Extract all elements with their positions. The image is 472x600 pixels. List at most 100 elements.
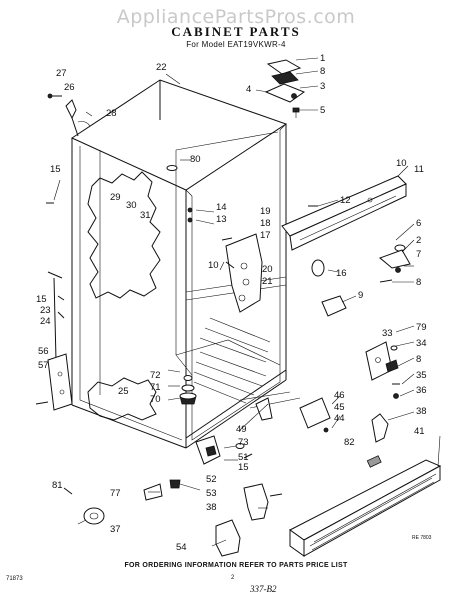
top-hinge-assembly: [264, 59, 306, 118]
screw-81: [63, 487, 73, 495]
callout-56: 56: [38, 346, 49, 357]
callout-53: 53: [206, 488, 217, 499]
slide-rail: [281, 175, 407, 251]
callout-5: 5: [320, 105, 325, 116]
callout-26: 26: [64, 82, 75, 93]
bracket-38-lower: [243, 483, 269, 521]
callout-51: 51: [238, 452, 249, 463]
bracket-38-right: [371, 413, 389, 443]
callout-17: 17: [260, 230, 271, 241]
callout-38-lower: 38: [206, 502, 217, 513]
callout-35: 35: [416, 370, 427, 381]
screw-15-lower: [269, 493, 283, 497]
callout-49: 49: [236, 424, 247, 435]
callout-54: 54: [176, 542, 187, 553]
leveling-foot: [179, 375, 197, 405]
callout-25: 25: [118, 386, 129, 397]
callout-72: 72: [150, 370, 161, 381]
side-hinge-parts: [185, 205, 193, 240]
motor-52: [169, 435, 221, 489]
callout-21: 21: [262, 276, 273, 287]
insulation-panel: [87, 171, 161, 299]
insulation-pad: [87, 377, 157, 421]
callout-15-upper: 15: [50, 164, 61, 175]
right-clip-parts: [379, 244, 411, 283]
callout-80: 80: [190, 154, 201, 165]
callout-8-lower: 8: [416, 354, 421, 365]
callout-46: 46: [334, 390, 345, 401]
lower-left-hinge: [35, 353, 73, 411]
toe-grille: [289, 459, 442, 557]
handwritten-note: 337-B2: [250, 584, 277, 594]
callout-82: 82: [344, 437, 355, 448]
callout-45: 45: [334, 402, 345, 413]
callout-14: 14: [216, 202, 227, 213]
callout-33: 33: [382, 328, 393, 339]
callout-23: 23: [40, 305, 51, 316]
callout-16: 16: [336, 268, 347, 279]
callout-77: 77: [110, 488, 121, 499]
roller-16: [311, 259, 325, 277]
callout-73: 73: [238, 437, 249, 448]
caster-37: [83, 507, 105, 525]
screw-80: [166, 165, 178, 171]
callout-29: 29: [110, 192, 121, 203]
callout-1: 1: [320, 53, 325, 64]
callout-24: 24: [40, 316, 51, 327]
lower-hinge-parts: [235, 397, 273, 459]
right-lower-hinge: [365, 341, 400, 399]
callout-12: 12: [340, 195, 351, 206]
callout-34: 34: [416, 338, 427, 349]
callout-30: 30: [126, 200, 137, 211]
callout-70: 70: [150, 394, 161, 405]
cabinet-body: [70, 79, 301, 449]
catalog-code: 71873: [6, 576, 23, 582]
callout-81: 81: [52, 480, 63, 491]
callout-18: 18: [260, 218, 271, 229]
model-subtitle: For Model EAT19VKWR-4: [186, 40, 286, 49]
callout-27: 27: [56, 68, 67, 79]
left-rod-assembly: [47, 271, 65, 361]
center-bracket: [221, 233, 263, 313]
clip-9: [321, 295, 347, 317]
callout-11: 11: [414, 164, 424, 175]
callout-10-top: 10: [396, 158, 407, 169]
callout-36: 36: [416, 385, 427, 396]
leader-lines: [53, 57, 441, 547]
watermark: AppliancePartsPros.com: [116, 6, 356, 28]
callout-22: 22: [156, 62, 167, 73]
callout-52: 52: [206, 474, 217, 485]
callout-9: 9: [358, 290, 363, 301]
callout-labels: 1 8 3 5 4 27 26 22 28 80 15 29 30 31 14 …: [36, 53, 427, 553]
callout-20: 20: [262, 264, 273, 275]
callout-8-top: 8: [320, 66, 325, 77]
callout-3: 3: [320, 81, 325, 92]
upper-left-hardware: [47, 93, 91, 137]
callout-19: 19: [260, 206, 271, 217]
callout-57: 57: [38, 360, 49, 371]
ordering-note: FOR ORDERING INFORMATION REFER TO PARTS …: [124, 562, 348, 569]
callout-38-right: 38: [416, 406, 427, 417]
cover-54: [215, 519, 241, 557]
callout-8-mid: 8: [416, 277, 421, 288]
callout-28: 28: [106, 108, 117, 119]
part-82: [366, 455, 382, 468]
callout-44: 44: [334, 413, 345, 424]
callout-6: 6: [416, 218, 421, 229]
page-title: CABINET PARTS: [171, 24, 301, 39]
callout-79: 79: [416, 322, 427, 333]
callout-71: 71: [150, 382, 161, 393]
callout-2-upper: 2: [416, 235, 421, 246]
callout-13: 13: [216, 214, 227, 225]
callout-15-lower: 15: [238, 462, 249, 473]
callout-4: 4: [246, 84, 251, 95]
center-lower-bracket: [299, 397, 331, 433]
callout-31: 31: [140, 210, 151, 221]
callout-37: 37: [110, 524, 121, 535]
callout-41: 41: [414, 426, 425, 437]
callout-7: 7: [416, 249, 421, 260]
reference-code: RE 7803: [412, 535, 432, 541]
page-number: 2: [231, 575, 235, 581]
callout-10-left: 10: [208, 260, 219, 271]
